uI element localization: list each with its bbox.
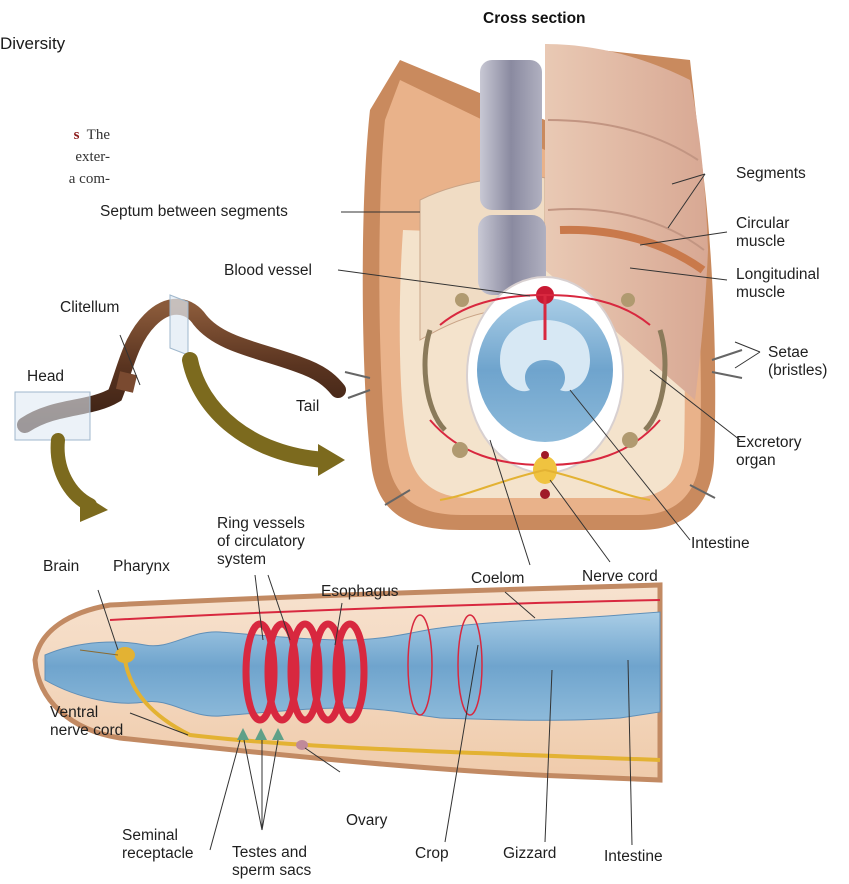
internal-anatomy-drawing: [35, 585, 660, 780]
label-segments: Segments: [736, 165, 806, 183]
label-seminal-receptacle: Seminal receptacle: [122, 827, 194, 863]
arrow-to-internal-anatomy: [58, 440, 90, 505]
page-title-fragment: Diversity: [0, 34, 65, 54]
label-esophagus: Esophagus: [321, 583, 399, 601]
label-gizzard: Gizzard: [503, 845, 556, 863]
label-setae: Setae (bristles): [768, 344, 827, 380]
cross-section-drawing: [345, 44, 742, 530]
label-testes: Testes and sperm sacs: [232, 844, 311, 880]
label-pharynx: Pharynx: [113, 558, 170, 576]
label-head: Head: [27, 368, 64, 386]
label-intestine-internal: Intestine: [604, 848, 663, 866]
label-excretory-organ: Excretory organ: [736, 434, 801, 470]
label-septum: Septum between segments: [100, 203, 288, 221]
label-intestine-cross: Intestine: [691, 535, 750, 553]
dorsal-vessel-column: [480, 60, 542, 210]
label-circular-muscle: Circular muscle: [736, 215, 789, 251]
label-ring-vessels: Ring vessels of circulatory system: [217, 515, 305, 569]
head-inset-box: [15, 392, 90, 440]
clitellum-band: [118, 380, 135, 384]
label-crop: Crop: [415, 845, 449, 863]
label-ovary: Ovary: [346, 812, 387, 830]
section-plane: [170, 295, 188, 355]
body-text-fragment-3: a com-: [10, 168, 110, 190]
label-longitudinal-muscle: Longitudinal muscle: [736, 266, 820, 302]
label-blood-vessel: Blood vessel: [224, 262, 312, 280]
label-clitellum: Clitellum: [60, 299, 119, 317]
body-text-fragment-2: exter-: [10, 146, 110, 168]
label-tail: Tail: [296, 398, 319, 416]
label-coelom: Coelom: [471, 570, 524, 588]
body-text-line1: The: [87, 127, 110, 143]
label-ventral-nerve-cord: Ventral nerve cord: [50, 704, 123, 740]
cross-section-heading: Cross section: [483, 10, 586, 28]
label-nerve-cord: Nerve cord: [582, 568, 658, 586]
body-text-accent: s: [74, 127, 80, 143]
body-text-fragment-1: s The: [10, 124, 110, 146]
label-brain: Brain: [43, 558, 79, 576]
